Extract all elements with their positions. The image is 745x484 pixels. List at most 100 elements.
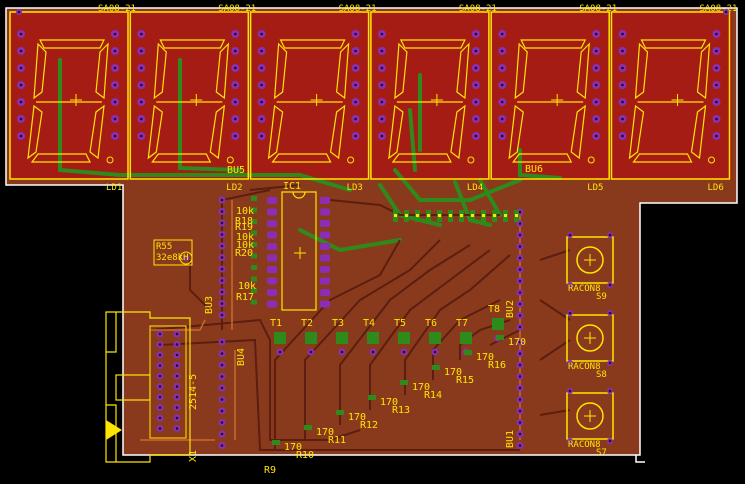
display-pin-pad bbox=[618, 115, 627, 123]
display-pin-pad bbox=[257, 115, 266, 123]
display-pin-pad bbox=[231, 47, 240, 55]
bu1-label: BU1 bbox=[505, 430, 516, 448]
display-pin-pad bbox=[137, 47, 146, 55]
display-ref: LD3 bbox=[347, 183, 363, 193]
resistor-value: 170 bbox=[348, 412, 366, 423]
button-pad bbox=[607, 232, 613, 238]
header-pin-pad bbox=[516, 373, 524, 380]
display-pin-pad bbox=[377, 47, 386, 55]
x1-value: 2514-5 bbox=[188, 374, 199, 410]
display-row: SA08-21LD1SA08-21LD2SA08-21LD3SA08-21LD4… bbox=[9, 4, 737, 193]
header-pin-pad bbox=[218, 277, 226, 284]
display-pin-pad bbox=[377, 115, 386, 123]
smd-resistor-mark bbox=[515, 214, 518, 217]
button-ref: S8 bbox=[596, 370, 607, 380]
ic-pin-pad bbox=[320, 231, 330, 239]
r20-value: 10k bbox=[236, 240, 254, 251]
corner-pad bbox=[723, 9, 729, 15]
bu5-label: BU5 bbox=[227, 165, 245, 176]
resistor-value: 170 bbox=[284, 442, 302, 453]
connector-pin-pad bbox=[173, 351, 181, 359]
resistor-value: 170 bbox=[316, 427, 334, 438]
ic-pin-pad bbox=[320, 266, 330, 273]
ic-pin-pad bbox=[320, 300, 330, 308]
display-pin-pad bbox=[351, 64, 360, 72]
display-pin-pad bbox=[377, 81, 386, 89]
display-pin-pad bbox=[498, 81, 507, 89]
r17-value: 10k bbox=[238, 281, 256, 292]
header-bu4 bbox=[218, 338, 226, 449]
display-pin-pad bbox=[498, 47, 507, 55]
display-pin-pad bbox=[377, 30, 386, 38]
ic-pin-pad bbox=[320, 277, 330, 285]
r18-label: R18 bbox=[235, 216, 253, 227]
header-pin-pad bbox=[218, 208, 226, 215]
display-pin-pad bbox=[351, 30, 360, 38]
display-pin-pad bbox=[17, 132, 25, 140]
header-pin-pad bbox=[516, 266, 524, 273]
button-pad bbox=[607, 438, 613, 444]
connector-pin-pad bbox=[173, 404, 181, 411]
display-pin-pad bbox=[618, 81, 627, 89]
segment-resistor-array bbox=[393, 210, 519, 222]
transistor-ref: T4 bbox=[363, 318, 375, 329]
x1-connector bbox=[105, 311, 191, 463]
resistor-ref: R12 bbox=[360, 420, 378, 431]
smd-resistor bbox=[251, 299, 257, 305]
transistor-ref: T1 bbox=[270, 318, 282, 329]
display-pin-pad bbox=[17, 98, 25, 106]
ic-pin-pad bbox=[267, 243, 277, 250]
transistor: T6 bbox=[425, 318, 441, 356]
smd-resistor-mark bbox=[427, 214, 430, 217]
display-pin-pad bbox=[257, 98, 266, 106]
smd-resistor bbox=[251, 242, 257, 247]
connector-pin-pad bbox=[173, 414, 181, 422]
display-pin-pad bbox=[351, 132, 360, 140]
display-pin-pad bbox=[111, 98, 119, 106]
display-pin-pad bbox=[471, 98, 480, 106]
header-pin-pad bbox=[218, 396, 226, 403]
display-pin-pad bbox=[712, 115, 721, 123]
corner-pad bbox=[16, 9, 22, 15]
ic-pin-pad bbox=[267, 266, 277, 273]
display-pin-pad bbox=[618, 30, 627, 38]
button-value: RACON8 bbox=[568, 440, 601, 450]
header-pin-pad bbox=[218, 231, 226, 238]
display-pin-pad bbox=[471, 47, 480, 55]
display-pin-pad bbox=[592, 64, 601, 72]
display-pin-pad bbox=[618, 47, 627, 55]
header-pin-pad bbox=[516, 254, 524, 262]
header-pin-pad bbox=[218, 384, 226, 392]
header-pin-pad bbox=[516, 384, 524, 392]
display-pin-pad bbox=[377, 64, 386, 72]
ic-pin-pad bbox=[320, 254, 330, 262]
display-pin-pad bbox=[592, 115, 601, 123]
display-pin-pad bbox=[351, 47, 360, 55]
connector-pin-pad bbox=[173, 341, 181, 348]
header-bu2 bbox=[516, 208, 524, 331]
header-pin-pad bbox=[516, 323, 524, 331]
ic-pin-pad bbox=[320, 220, 330, 227]
display-value: SA08-21 bbox=[459, 4, 497, 14]
display-pin-pad bbox=[498, 132, 507, 140]
display-pin-pad bbox=[377, 132, 386, 140]
button-pad bbox=[567, 438, 573, 444]
display-ref: LD5 bbox=[587, 183, 603, 193]
transistor: T1 bbox=[270, 318, 286, 356]
connector-pin-pad bbox=[173, 372, 181, 380]
display-pin-pad bbox=[618, 64, 627, 72]
header-bu3 bbox=[218, 196, 226, 319]
display-pin-pad bbox=[377, 98, 386, 106]
display-pin-pad bbox=[17, 81, 25, 89]
